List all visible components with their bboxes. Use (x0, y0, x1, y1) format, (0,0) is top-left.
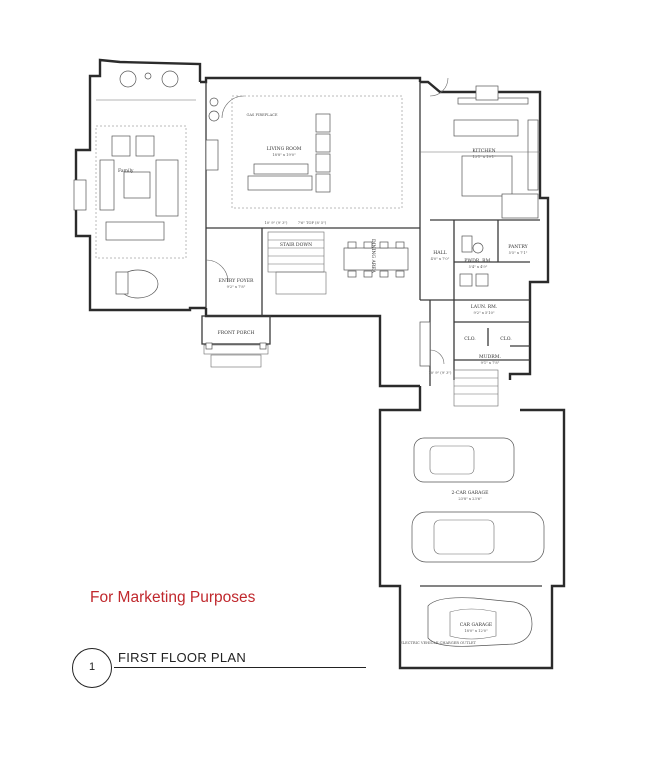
room-label: CAR GARAGE (460, 622, 493, 628)
room-dims: 5'5" x 7'1" (509, 251, 528, 255)
title-underline (114, 667, 366, 668)
room-dims: 13'1" x 19'1" (472, 155, 496, 159)
room-label: KITCHEN (472, 148, 495, 154)
room-dims: 23'8" x 23'6" (458, 497, 482, 501)
room-label: CLO. (500, 336, 512, 342)
room-dims: 9'2" x 7'8" (227, 285, 246, 289)
ceiling-note: 10' 9" (9' 3") (429, 371, 453, 375)
family-room (73, 70, 196, 299)
room-dims: 9'1" x 7'8" (481, 361, 500, 365)
room-dims: 9'2" x 5'10" (473, 311, 494, 315)
room-label: HALL (433, 250, 446, 256)
ceiling-note: 10' 9" (9' 3") (265, 221, 289, 225)
room-dims: 18'0" x 12'0" (464, 629, 488, 633)
room-label: FRONT PORCH (218, 330, 255, 336)
room-labels: Family LIVING ROOM 18'8" x 19'0" KITCHEN… (118, 146, 529, 633)
front-porch (201, 315, 271, 368)
room-label: MUDRM. (479, 354, 501, 360)
room-label: CLO. (464, 336, 476, 342)
room-label: ENTRY FOYER (218, 278, 254, 284)
annotations: GAS FIREPLACE ELECTRIC VEHICLE CHARGER O… (246, 113, 476, 645)
room-label: 2-CAR GARAGE (451, 490, 488, 496)
plan-title: FIRST FLOOR PLAN (118, 650, 247, 665)
room-label: PANTRY (508, 244, 528, 250)
ceiling-note: 7'6" TOP (8' 5") (298, 221, 327, 225)
room-label: DINING AREA (370, 239, 376, 274)
room-label: Family (118, 168, 134, 174)
kitchen (420, 77, 540, 219)
service-rooms (419, 235, 499, 407)
room-dims: 18'8" x 19'0" (272, 153, 296, 157)
stair-dining (205, 231, 409, 295)
sheet-number-badge: 1 (72, 648, 112, 688)
fireplace-note: GAS FIREPLACE (246, 113, 277, 117)
room-label: STAIR DOWN (280, 242, 312, 248)
room-label: PWDR. RM. (464, 258, 492, 264)
room-dims: 5'4" x 4'9" (469, 265, 488, 269)
charger-note: ELECTRIC VEHICLE CHARGER OUTLET (400, 641, 476, 645)
marketing-note: For Marketing Purposes (90, 589, 256, 606)
room-label: LAUN. RM. (471, 304, 498, 310)
exterior-walls (74, 58, 566, 670)
sheet-number: 1 (88, 661, 96, 673)
garage-cars (411, 437, 545, 647)
room-dims: 4'0" x 7'0" (431, 257, 450, 261)
room-label: LIVING ROOM (267, 146, 302, 152)
living-room (205, 95, 403, 209)
